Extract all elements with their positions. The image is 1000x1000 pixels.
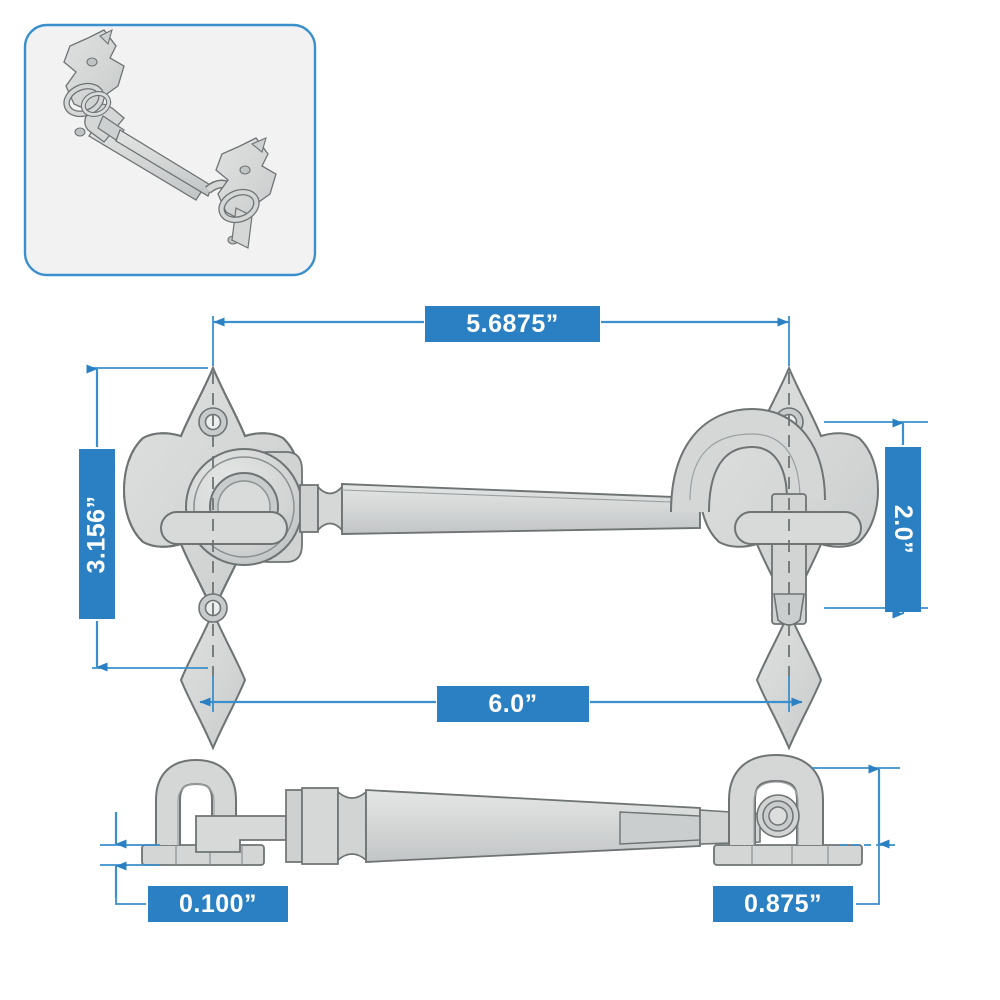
dimension-label-plate-height-text: 3.156” bbox=[82, 494, 111, 574]
dimension-label-plate-height: 3.156” bbox=[79, 449, 115, 619]
side-arm-taper bbox=[365, 789, 701, 863]
left-eye-bar bbox=[160, 511, 288, 545]
arm-collar bbox=[299, 484, 319, 533]
hook-arm bbox=[299, 483, 701, 535]
leader-line-thickness bbox=[115, 880, 146, 905]
hook-curve bbox=[670, 407, 826, 513]
dimension-label-staple-height: 0.875” bbox=[713, 886, 853, 922]
dimension-label-plate-thickness: 0.100” bbox=[148, 886, 288, 922]
side-arm-collar bbox=[285, 787, 367, 865]
left-pivot-boss bbox=[185, 448, 303, 566]
dimension-label-plate-projection-text: 2.0” bbox=[889, 504, 918, 555]
front-elevation-view bbox=[122, 365, 880, 751]
product-photo-thumbnail bbox=[23, 23, 317, 277]
dimension-label-hole-span: 6.0” bbox=[437, 686, 589, 722]
arm-taper bbox=[341, 483, 701, 535]
leader-line-staple bbox=[856, 845, 880, 905]
thumbnail-artwork bbox=[63, 28, 277, 249]
dimension-label-plate-projection: 2.0” bbox=[885, 447, 921, 612]
right-eye-bar bbox=[734, 511, 862, 545]
side-right-base-plate bbox=[713, 844, 863, 866]
dimension-lines bbox=[86, 316, 928, 905]
dimension-label-total-width: 5.6875” bbox=[425, 306, 600, 342]
side-left-staple bbox=[155, 758, 237, 845]
side-right-staple bbox=[728, 753, 824, 845]
left-plate-screw-hole-top bbox=[198, 407, 228, 437]
arm-ring-detail bbox=[317, 484, 343, 533]
side-profile-view bbox=[141, 753, 863, 866]
side-pin-end bbox=[756, 794, 800, 838]
